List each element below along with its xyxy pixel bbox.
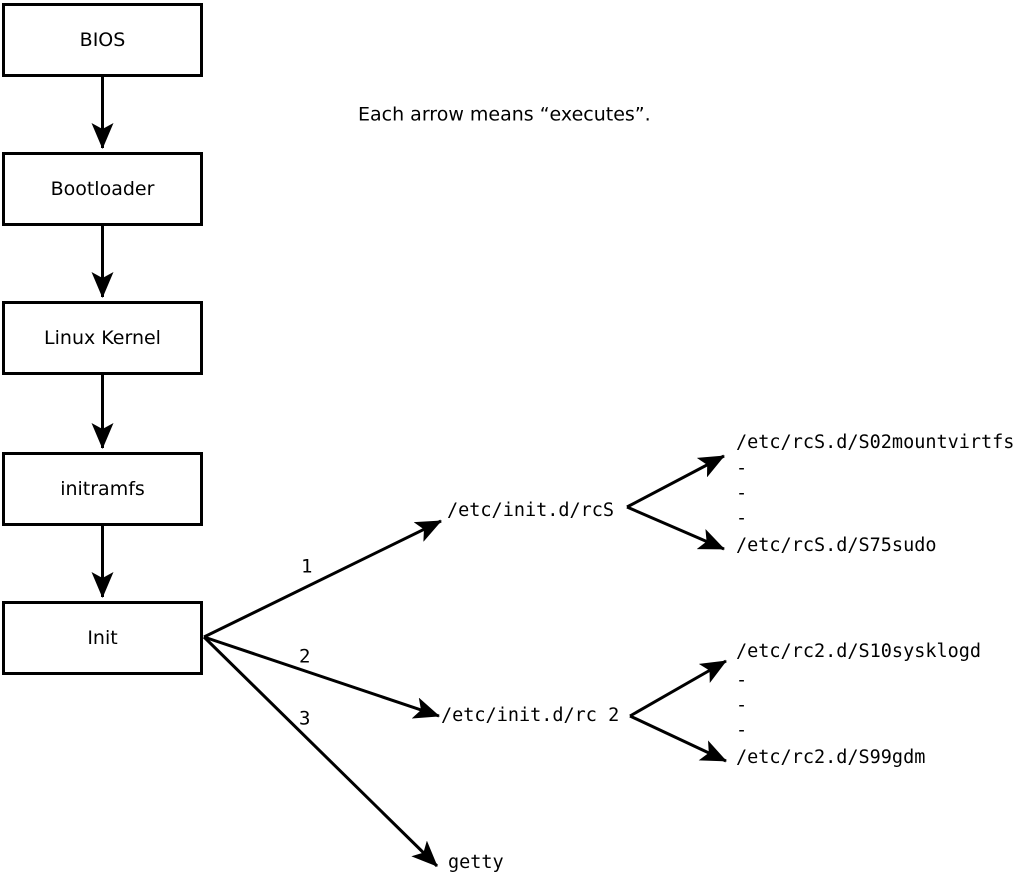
arrow-label-3: 3 [299, 707, 311, 730]
rcs-item-ellipsis-2: - [736, 482, 748, 504]
legend-note: Each arrow means “executes”. [358, 103, 651, 126]
arrow-label-2: 2 [299, 645, 311, 668]
arrow-rcs-to-s75sudo [626, 505, 725, 551]
rcs-item-s02mountvirtfs: /etc/rcS.d/S02mountvirtfs [736, 431, 1015, 453]
box-initramfs: initramfs [2, 452, 203, 526]
arrow-rc2-to-s10sysklogd [629, 659, 727, 718]
box-init: Init [2, 601, 203, 675]
box-bios: BIOS [2, 3, 203, 77]
box-init-label: Init [87, 627, 118, 649]
box-bootloader-label: Bootloader [50, 178, 155, 200]
arrow-init-to-getty [202, 635, 439, 868]
box-initramfs-label: initramfs [60, 478, 145, 500]
arrow-init-to-rcs [203, 519, 442, 639]
rc2-item-ellipsis-2: - [736, 694, 748, 716]
rc2-item-ellipsis-3: - [736, 719, 748, 741]
box-linux-kernel: Linux Kernel [2, 301, 203, 375]
node-rc2-script: /etc/init.d/rc 2 [441, 704, 620, 726]
arrow-label-1: 1 [301, 555, 313, 578]
rc2-item-s99gdm: /etc/rc2.d/S99gdm [736, 746, 926, 768]
arrow-init-to-rc2 [203, 635, 440, 719]
arrow-rc2-to-s99gdm [629, 714, 727, 763]
rcs-item-s75sudo: /etc/rcS.d/S75sudo [736, 534, 937, 556]
node-getty: getty [448, 851, 504, 873]
rc2-item-ellipsis-1: - [736, 669, 748, 691]
rcs-item-ellipsis-1: - [736, 457, 748, 479]
rcs-item-ellipsis-3: - [736, 507, 748, 529]
node-rcs-script: /etc/init.d/rcS [447, 499, 615, 521]
box-bootloader: Bootloader [2, 152, 203, 226]
box-bios-label: BIOS [79, 29, 126, 51]
arrow-rcs-to-s02mountvirtfs [626, 454, 725, 509]
box-linux-kernel-label: Linux Kernel [44, 327, 161, 349]
rc2-item-s10sysklogd: /etc/rc2.d/S10sysklogd [736, 640, 982, 662]
